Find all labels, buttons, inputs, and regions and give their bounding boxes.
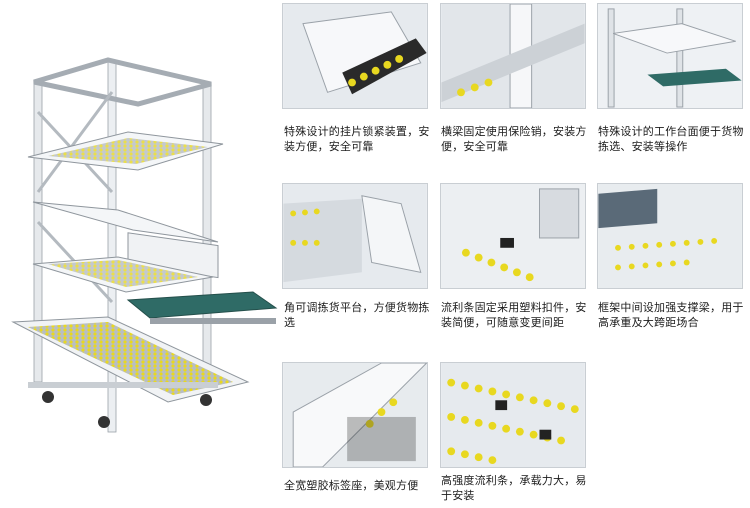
- hanging-lock-thumbnail: [282, 3, 428, 109]
- feature-caption-2: 横梁固定使用保险销，安装方便，安全可靠: [441, 125, 587, 153]
- feature-caption-7: 全宽塑胶标签座，美观方便: [284, 479, 419, 492]
- work-table-thumbnail: [597, 3, 743, 109]
- feature-caption-4: 角可调拣货平台，方便货物拣选: [284, 301, 430, 329]
- feature-caption-5: 流利条固定采用塑料扣件，安装简便，可随意变更间距: [441, 301, 587, 329]
- roller-track-thumbnail: [440, 362, 586, 468]
- feature-caption-3: 特殊设计的工作台面便于货物拣选、安装等操作: [598, 125, 744, 153]
- feature-caption-8: 高强度流利条，承载力大，易于安装: [441, 474, 587, 502]
- beam-safety-pin-thumbnail: [440, 3, 586, 109]
- feature-caption-1: 特殊设计的挂片锁紧装置，安装方便，安全可靠: [284, 125, 430, 153]
- roller-clip-thumbnail: [440, 183, 586, 289]
- reinforcement-beam-thumbnail: [597, 183, 743, 289]
- flow-rack-main-image: [8, 52, 280, 442]
- angle-platform-thumbnail: [282, 183, 428, 289]
- label-holder-thumbnail: [282, 362, 428, 468]
- feature-caption-6: 框架中间设加强支撑梁，用于高承重及大跨距场合: [598, 301, 744, 329]
